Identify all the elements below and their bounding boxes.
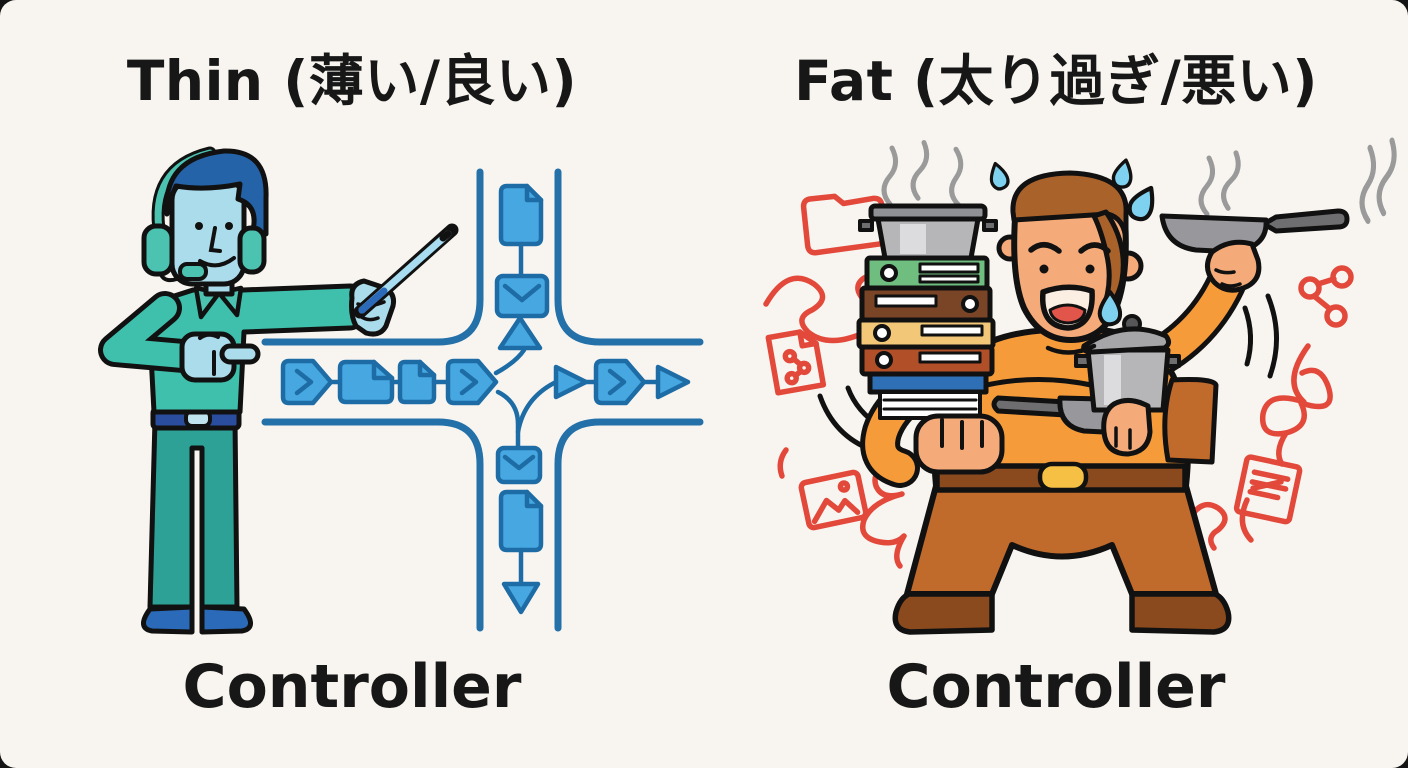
gripping-hand [913, 413, 1005, 475]
left-caption: Controller [182, 652, 522, 722]
belly-hand [1101, 398, 1153, 457]
right-title: Fat (太り過ぎ/悪い) [794, 49, 1318, 113]
fat-controller-person [856, 156, 1350, 635]
pants [904, 483, 1219, 597]
shoe [1129, 591, 1232, 635]
share-file-icon [765, 329, 827, 396]
pointer-baton-icon [353, 223, 459, 319]
worried-face-features [1028, 242, 1111, 355]
chevron-step-icon [448, 361, 496, 403]
shoe [141, 604, 195, 635]
left-title: Thin (薄い/良い) [126, 49, 578, 113]
envelope-icon [497, 276, 547, 316]
headset-earcup-icon [237, 225, 267, 275]
pointing-hand [179, 331, 261, 383]
right-caption: Controller [886, 652, 1226, 722]
belt-buckle [1037, 461, 1089, 493]
pants [147, 417, 240, 610]
arrow-right-icon [556, 367, 586, 397]
arrow-down-icon [504, 584, 538, 612]
request-flow [283, 186, 688, 612]
raised-hand [1205, 239, 1262, 293]
arrow-right-icon [658, 367, 688, 397]
share-nodes-icon [1298, 265, 1354, 328]
hair [164, 148, 269, 237]
thin-controller-illustration [98, 146, 704, 635]
folder-icon [800, 193, 890, 256]
binder-stack-icon [856, 255, 996, 420]
fat-controller-illustration [763, 0, 1408, 635]
image-icon [798, 469, 869, 531]
headset-earcup-icon [141, 223, 175, 277]
road-intersection [261, 168, 704, 632]
document-icon [501, 186, 541, 244]
scribble-icon [1187, 501, 1228, 551]
forearm-sleeve [1162, 377, 1219, 465]
arrow-up-icon [500, 318, 540, 348]
thin-controller-person [98, 146, 459, 635]
document-icon [400, 362, 434, 402]
chevron-step-icon [283, 361, 331, 403]
document-icon [1233, 454, 1303, 525]
steaming-pot-icon [858, 203, 998, 261]
envelope-icon [498, 448, 540, 482]
scribble-icon [860, 459, 907, 569]
microphone-icon [178, 262, 208, 281]
shoe [892, 591, 995, 635]
chevron-step-icon [596, 361, 644, 403]
document-icon [340, 362, 392, 402]
shoe [199, 604, 253, 635]
face-features [195, 222, 236, 268]
document-icon [501, 492, 541, 550]
